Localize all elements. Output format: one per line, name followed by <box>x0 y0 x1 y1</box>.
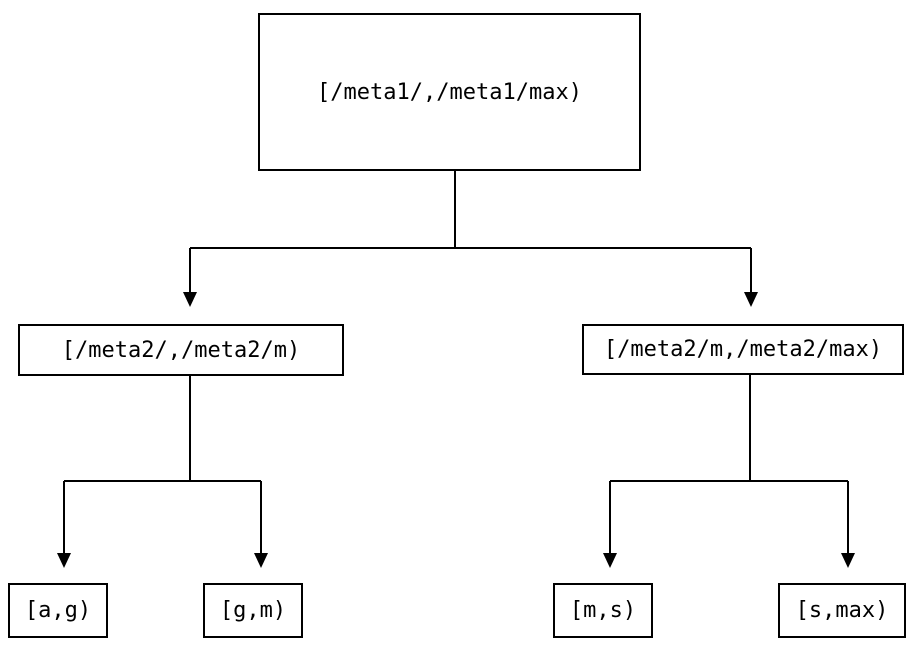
node-leaf-smax-label: [s,max) <box>795 598 889 623</box>
arrowhead-to-leaf-smax <box>841 553 855 568</box>
node-leaf-ms: [m,s) <box>553 583 653 638</box>
node-leaf-ms-label: [m,s) <box>569 598 637 623</box>
node-mid-right: [/meta2/m,/meta2/max) <box>582 324 904 375</box>
arrowhead-to-leaf-ms <box>603 553 617 568</box>
node-leaf-ag: [a,g) <box>8 583 108 638</box>
node-mid-left-label: [/meta2/,/meta2/m) <box>61 337 301 363</box>
node-root-label: [/meta1/,/meta1/max) <box>317 79 582 105</box>
arrowhead-to-mid-left <box>183 292 197 307</box>
node-leaf-gm-label: [g,m) <box>219 598 287 623</box>
node-leaf-smax: [s,max) <box>778 583 906 638</box>
arrowhead-to-leaf-gm <box>254 553 268 568</box>
node-root: [/meta1/,/meta1/max) <box>258 13 641 171</box>
node-leaf-ag-label: [a,g) <box>24 598 92 623</box>
node-mid-left: [/meta2/,/meta2/m) <box>18 324 344 376</box>
node-mid-right-label: [/meta2/m,/meta2/max) <box>603 337 883 362</box>
arrowhead-to-leaf-ag <box>57 553 71 568</box>
node-leaf-gm: [g,m) <box>203 583 303 638</box>
arrowhead-to-mid-right <box>744 292 758 307</box>
